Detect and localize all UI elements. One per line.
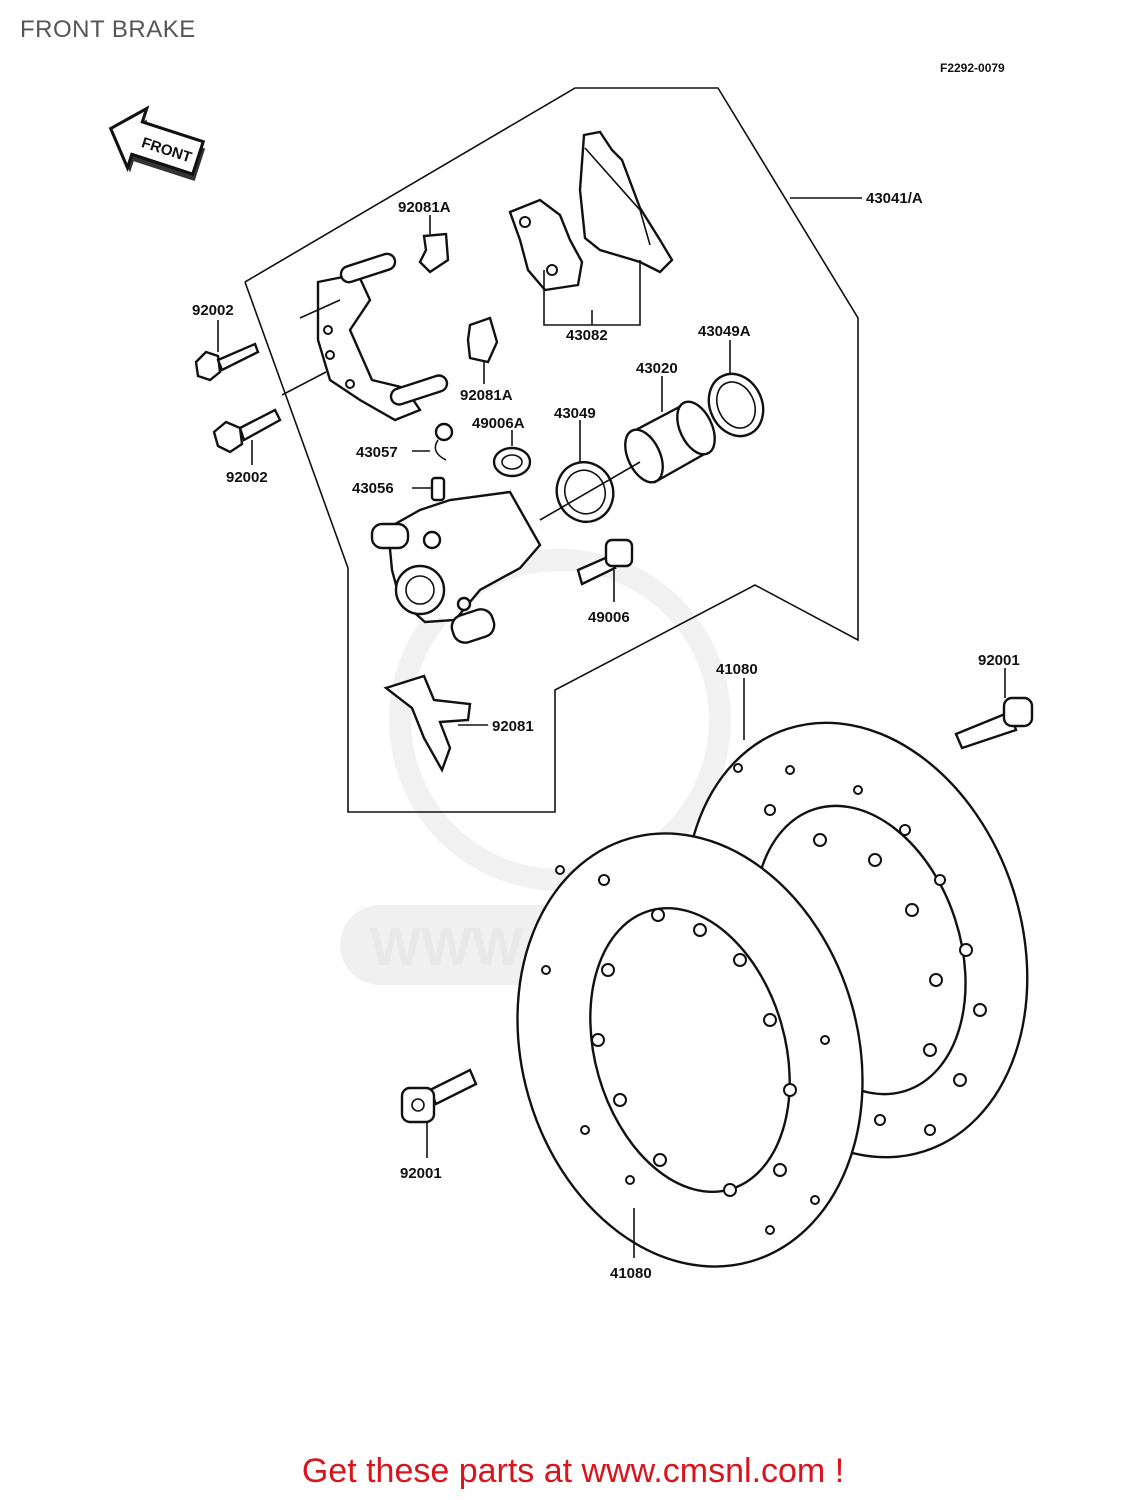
label-43020: 43020	[636, 360, 678, 377]
bleeder-cap	[434, 422, 454, 461]
page-title: FRONT BRAKE	[20, 16, 196, 43]
caliper-piston	[624, 400, 716, 484]
footer-promo-link[interactable]: Get these parts at www.cmsnl.com !	[301, 1452, 845, 1490]
pad-spring-mid	[466, 316, 499, 364]
bolt-92002-bottom	[212, 408, 282, 454]
slide-pin-49006	[576, 538, 634, 586]
bolt-92002-top	[194, 342, 260, 382]
label-43041: 43041/A	[866, 190, 923, 207]
pad-spring-top	[418, 232, 450, 274]
label-92002-bottom: 92002	[226, 469, 268, 486]
label-41080-top: 41080	[716, 661, 758, 678]
label-92081A-mid: 92081A	[460, 387, 513, 404]
pad-spring-bottom	[383, 674, 472, 773]
dust-boot	[492, 446, 532, 478]
brake-pad-front	[508, 198, 584, 292]
label-41080-bottom: 41080	[610, 1265, 652, 1282]
label-43057: 43057	[356, 444, 398, 461]
label-92002-top: 92002	[192, 302, 234, 319]
dust-seal-ring	[707, 372, 765, 438]
label-92081A-top: 92081A	[398, 199, 451, 216]
drawing-code: F2292-0079	[940, 61, 1005, 75]
piston-seal	[555, 461, 615, 523]
label-49006: 49006	[588, 609, 630, 626]
caliper-body	[370, 461, 641, 644]
label-92081: 92081	[492, 718, 534, 735]
brake-pad-rear	[578, 130, 674, 274]
caliper-bracket	[281, 252, 449, 422]
label-43049: 43049	[554, 405, 596, 422]
front-arrow-icon: FRONT	[108, 105, 206, 182]
disc-bolt-bottom	[400, 1068, 478, 1124]
label-92001-bottom: 92001	[400, 1165, 442, 1182]
label-43082: 43082	[566, 327, 608, 344]
caliper-assembly-outline	[244, 87, 859, 813]
label-43056: 43056	[352, 480, 394, 497]
brake-disc-front	[516, 832, 864, 1268]
label-43049A: 43049A	[698, 323, 751, 340]
label-92001-right: 92001	[978, 652, 1020, 669]
bleeder-valve	[430, 476, 446, 502]
label-49006A: 49006A	[472, 415, 525, 432]
disc-bolt-right	[954, 696, 1034, 750]
